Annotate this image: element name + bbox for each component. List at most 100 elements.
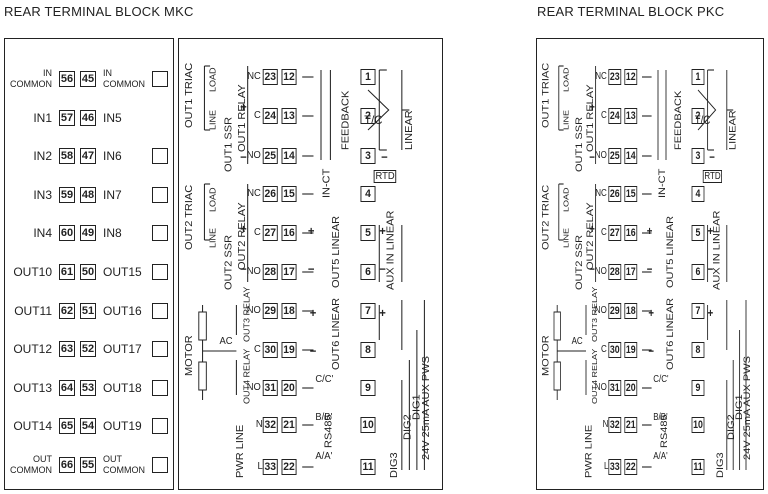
pkc-aux-pws: 24V 25mA AUX PWS xyxy=(742,356,753,460)
mkc-line2: LINE xyxy=(208,227,218,248)
left-label: OUT14 xyxy=(13,419,52,434)
mkc-minus-sign: − xyxy=(307,262,315,276)
terminal: 56 xyxy=(59,71,75,87)
mkc-terminal: 2 xyxy=(360,108,376,124)
mkc-out3-relay: OUT3 RELAY xyxy=(242,286,252,342)
pkc-terminal: 3 xyxy=(691,148,705,164)
pkc-rtd: RTD xyxy=(702,170,723,183)
mkc-tc: T/C xyxy=(364,113,383,127)
mkc-term-prefix: C xyxy=(254,110,261,121)
mkc-terminal: 19 xyxy=(281,342,297,358)
mkc-terminal: 15 xyxy=(281,186,297,202)
mkc-minus-sign: − xyxy=(240,262,247,276)
pkc-aux-in-linear: AUX IN LINEAR xyxy=(712,210,722,290)
pkc-line: LINE xyxy=(562,109,570,130)
terminal: 47 xyxy=(80,148,96,165)
mkc-plus-sign: + xyxy=(309,306,317,320)
mkc-term-prefix: NO xyxy=(246,150,261,161)
pkc-bb: B/B' xyxy=(653,412,668,423)
mkc-out2-ssr: OUT2 SSR xyxy=(223,234,235,290)
pkc-term-prefix: C xyxy=(601,110,607,121)
mkc-term-prefix: C xyxy=(254,344,261,355)
terminal: 46 xyxy=(80,109,96,126)
pkc-out1-relay: OUT1 RELAY xyxy=(586,84,596,152)
terminal: 58 xyxy=(59,148,75,165)
checkbox-square xyxy=(152,264,168,280)
mkc-out1-relay: OUT1 RELAY xyxy=(236,84,248,152)
checkbox-square xyxy=(152,418,168,435)
pkc-out6-linear: OUT6 LINEAR xyxy=(666,297,676,370)
mkc-terminal: 7 xyxy=(360,303,376,319)
mkc-left-panel xyxy=(4,38,174,490)
title-mkc: REAR TERMINAL BLOCK MKC xyxy=(4,4,194,19)
mkc-pwr-line: PWR LINE xyxy=(234,424,246,478)
mkc-cc: C/C' xyxy=(315,374,334,385)
mkc-in-ct: IN-CT xyxy=(321,168,333,198)
pkc-dig3: DIG3 xyxy=(715,452,726,478)
pkc-terminal: 5 xyxy=(691,225,705,241)
pkc-terminal: 15 xyxy=(624,186,638,202)
mkc-dig3: DIG3 xyxy=(388,452,400,478)
left-label-line2: COMMON xyxy=(10,465,52,475)
mkc-terminal: 12 xyxy=(281,69,297,85)
mkc-terminal: 6 xyxy=(360,264,376,280)
mkc-wiring-lines xyxy=(198,65,425,470)
pkc-terminal: 29 xyxy=(608,303,622,319)
pkc-term-prefix: NO xyxy=(594,305,607,316)
checkbox-square xyxy=(152,186,168,203)
terminal: 57 xyxy=(59,109,75,126)
mkc-plus-sign: + xyxy=(307,224,315,238)
pkc-out4-relay: OUT4 RELAY xyxy=(590,348,599,404)
pkc-term-prefix: N xyxy=(602,419,609,430)
pkc-terminal: 19 xyxy=(624,342,638,358)
terminal: 60 xyxy=(59,225,75,242)
mkc-terminal: 11 xyxy=(360,459,376,475)
mkc-linear: LINEAR xyxy=(403,110,415,150)
left-label-line1: IN xyxy=(43,68,52,78)
mkc-terminal: 8 xyxy=(360,342,376,358)
pkc-in-ct: IN-CT xyxy=(658,168,668,198)
mkc-bb: B/B' xyxy=(315,412,333,423)
left-label: OUT13 xyxy=(13,380,52,395)
pkc-plus-sign: + xyxy=(707,306,714,320)
pkc-minus-sign: − xyxy=(648,344,655,358)
right-label-line1: IN xyxy=(103,68,112,78)
terminal: 53 xyxy=(80,379,96,396)
pkc-terminal: 6 xyxy=(691,264,705,280)
left-label: IN2 xyxy=(33,149,52,164)
right-label: IN6 xyxy=(103,149,122,164)
pkc-aa: A/A' xyxy=(653,451,668,462)
checkbox-square xyxy=(152,379,168,396)
terminal: 50 xyxy=(80,264,96,280)
pkc-plus-sign: + xyxy=(648,306,655,320)
pkc-terminal: 32 xyxy=(608,417,622,433)
pkc-diagram-panel xyxy=(536,38,764,490)
pkc-ac: AC xyxy=(571,336,583,347)
pkc-out3-relay: OUT3 RELAY xyxy=(590,286,599,342)
pkc-out1-ssr: OUT1 SSR xyxy=(574,116,585,172)
mkc-load: LOAD xyxy=(208,67,218,92)
mkc-terminal: 17 xyxy=(281,264,297,280)
right-label-line2: COMMON xyxy=(103,79,145,89)
pkc-term-prefix: NO xyxy=(594,150,607,161)
mkc-terminal: 13 xyxy=(281,108,297,124)
pkc-terminal: 13 xyxy=(624,108,638,124)
right-label: IN7 xyxy=(103,187,122,202)
pkc-term-prefix: NO xyxy=(594,266,607,277)
mkc-terminal: 28 xyxy=(262,264,278,280)
right-label: OUT15 xyxy=(103,265,142,279)
pkc-terminal: 9 xyxy=(691,380,705,396)
mkc-terminal: 14 xyxy=(281,148,297,164)
pkc-terminal: 8 xyxy=(691,342,705,358)
right-label-line1: OUT xyxy=(103,454,122,464)
pkc-motor: MOTOR xyxy=(541,335,551,376)
mkc-terminal: 16 xyxy=(281,225,297,241)
terminal: 64 xyxy=(59,379,75,396)
right-label: IN5 xyxy=(103,110,122,125)
terminal: 61 xyxy=(59,264,75,280)
pkc-terminal: 12 xyxy=(624,69,638,85)
mkc-out6-linear: OUT6 LINEAR xyxy=(330,297,342,370)
pkc-terminal: 1 xyxy=(691,69,705,85)
